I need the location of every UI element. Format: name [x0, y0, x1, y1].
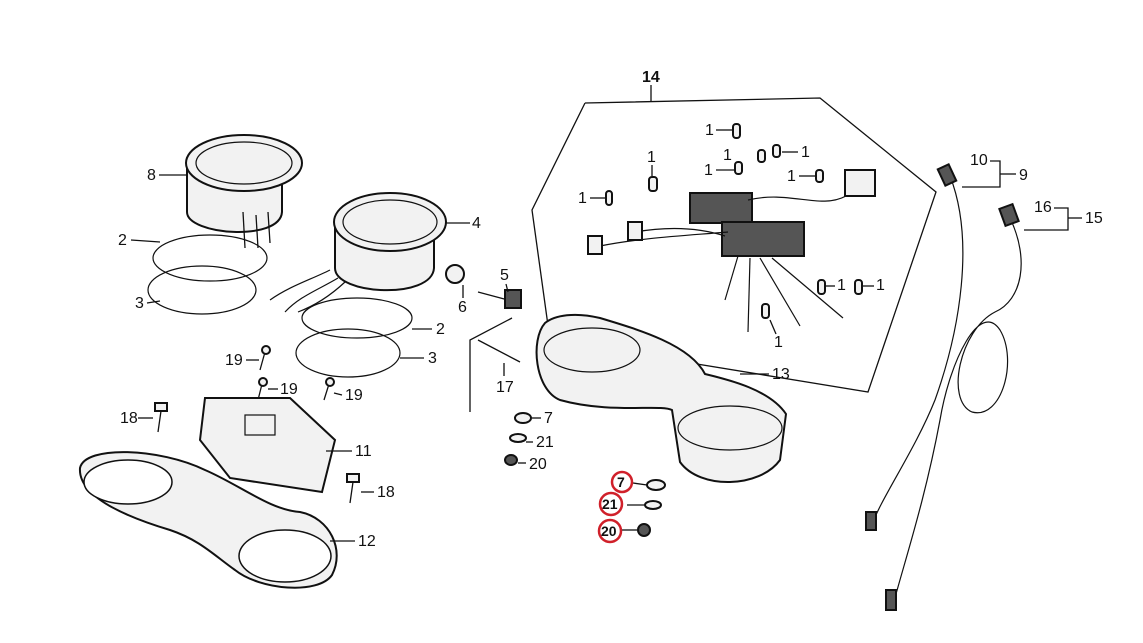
harness-group-outline [531, 85, 937, 393]
label-2: 2 [436, 321, 445, 338]
part-5 [477, 289, 522, 309]
label-1: 1 [705, 122, 714, 139]
label-1: 1 [723, 147, 732, 164]
label-1: 1 [876, 277, 885, 294]
label-21-highlight: 21 [602, 496, 618, 512]
label-20-highlight: 20 [601, 523, 617, 539]
label-18: 18 [377, 484, 395, 501]
part-6 [445, 264, 465, 284]
hardware-stack [504, 412, 532, 466]
label-13: 13 [772, 366, 790, 383]
highlight-20: 20 [597, 518, 623, 544]
bolts-18 [154, 402, 360, 504]
harness-connector-block [587, 169, 876, 333]
meter-case-13 [535, 313, 788, 483]
label-21: 21 [536, 434, 554, 451]
label-3: 3 [135, 295, 144, 312]
label-6: 6 [458, 299, 467, 316]
highlighted-hardware [621, 479, 666, 537]
highlight-7: 7 [610, 470, 634, 494]
cable-9 [865, 162, 964, 531]
screws-19 [257, 345, 335, 401]
label-15: 15 [1085, 210, 1103, 227]
label-11: 11 [355, 443, 372, 460]
label-1: 1 [704, 162, 713, 179]
bulb-sockets [605, 123, 863, 319]
label-1: 1 [647, 149, 656, 166]
highlight-21: 21 [598, 491, 624, 517]
label-1-group: 1 1 1 1 1 1 1 1 1 1 [578, 122, 885, 351]
label-10: 10 [970, 152, 988, 169]
label-3: 3 [428, 350, 437, 367]
housing-11 [198, 397, 337, 494]
label-14: 14 [642, 69, 660, 86]
label-4: 4 [472, 215, 481, 232]
label-1: 1 [578, 190, 587, 207]
label-19: 19 [225, 352, 243, 369]
label-1: 1 [801, 144, 810, 161]
label-8: 8 [147, 167, 156, 184]
label-1: 1 [787, 168, 796, 185]
part-17 [469, 317, 521, 412]
label-7: 7 [544, 410, 553, 427]
label-18: 18 [120, 410, 138, 427]
label-2: 2 [118, 232, 127, 249]
bezel-12 [78, 451, 338, 589]
label-17: 17 [496, 379, 514, 396]
label-19: 19 [280, 381, 298, 398]
meter-8 [185, 134, 303, 249]
label-1: 1 [774, 334, 783, 351]
label-16: 16 [1034, 199, 1052, 216]
label-20: 20 [529, 456, 547, 473]
ring-3-left [147, 265, 257, 315]
label-12: 12 [358, 533, 376, 550]
ring-2-left [152, 234, 268, 282]
label-7-highlight: 7 [617, 474, 625, 490]
label-1: 1 [837, 277, 846, 294]
label-9: 9 [1019, 167, 1028, 184]
cable-15 [885, 202, 1022, 611]
meter-4 [269, 192, 447, 313]
ring-2-right [301, 297, 413, 339]
ring-3-right [295, 328, 401, 378]
label-19: 19 [345, 387, 363, 404]
label-5: 5 [500, 267, 509, 284]
